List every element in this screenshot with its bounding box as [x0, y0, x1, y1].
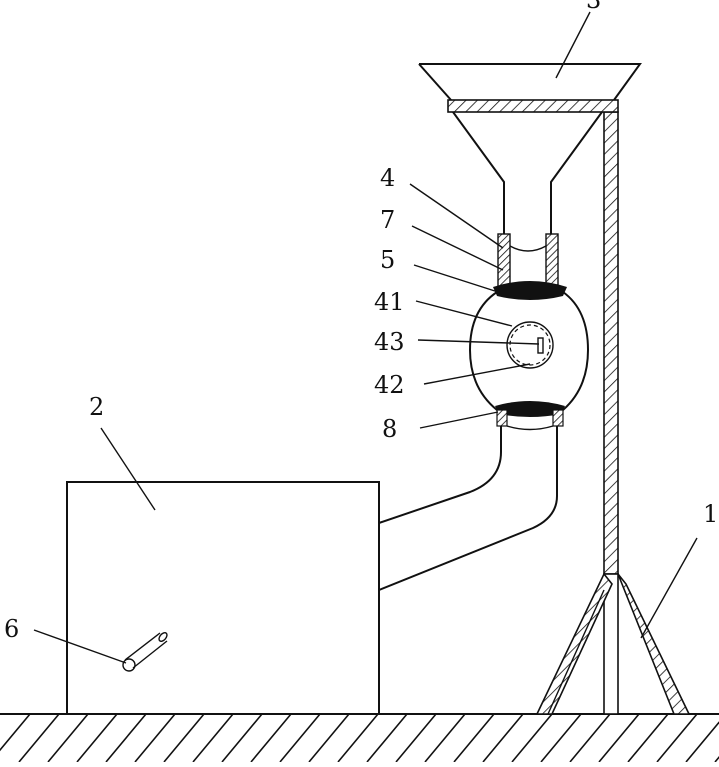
label-rotor-slot: 43 — [374, 328, 405, 356]
part-labels: 3 4 7 5 41 43 42 8 2 6 1 — [4, 0, 718, 643]
ground-hatch-stroke — [656, 713, 698, 763]
frame-post — [603, 111, 619, 715]
ground-hatch-stroke — [192, 713, 234, 763]
ground-hatch-stroke — [337, 713, 379, 763]
label-box: 2 — [89, 393, 104, 421]
ground-hatch-stroke — [482, 713, 524, 763]
ground — [0, 713, 719, 763]
ground-hatch-stroke — [76, 713, 118, 763]
lower-pipe-stub — [496, 409, 564, 431]
ground-hatch-stroke — [308, 713, 350, 763]
label-valve-body: 41 — [374, 288, 405, 316]
ground-hatch-stroke — [714, 755, 719, 763]
lower-seal-8 — [495, 401, 565, 417]
label-hopper: 3 — [586, 0, 601, 14]
ground-hatch-stroke — [47, 713, 89, 763]
ground-hatch-stroke — [134, 713, 176, 763]
rotor-42 — [506, 321, 554, 369]
ground-hatch-stroke — [511, 713, 553, 763]
ground-hatch-stroke — [366, 713, 408, 763]
ground-hatch-stroke — [250, 713, 292, 763]
label-rotor: 42 — [374, 371, 405, 399]
label-frame: 1 — [703, 500, 718, 528]
ground-hatch-stroke — [453, 713, 495, 763]
top-beam — [447, 99, 619, 113]
ground-hatch-stroke — [221, 713, 263, 763]
label-upper-seal: 5 — [380, 246, 395, 274]
handle-6 — [122, 632, 168, 672]
ground-hatch-stroke — [424, 713, 466, 763]
ground-hatch-stroke — [105, 713, 147, 763]
rotor-slot-43 — [537, 337, 544, 354]
hopper-3 — [418, 63, 642, 238]
valve-body-41 — [468, 291, 590, 411]
ground-hatch-stroke — [569, 713, 611, 763]
ground-hatch-stroke — [279, 713, 321, 763]
ground-hatch-stroke — [685, 721, 719, 763]
outlet-pipe — [378, 425, 558, 591]
ground-hatch-stroke — [163, 713, 205, 763]
ground-hatch-stroke — [18, 713, 60, 763]
label-lower-seal: 8 — [382, 415, 397, 443]
ground-hatch-stroke — [395, 713, 437, 763]
ground-hatch-stroke — [598, 713, 640, 763]
upper-pipe-4 — [497, 233, 559, 290]
box-2 — [66, 481, 380, 715]
frame-legs — [535, 572, 691, 715]
label-handle: 6 — [4, 615, 19, 643]
upper-seal-5 — [493, 281, 567, 300]
ground-hatch-stroke — [0, 713, 31, 752]
label-upper-pipe: 4 — [380, 164, 395, 192]
ground-hatch-stroke — [627, 713, 669, 763]
label-upper-sleeve: 7 — [380, 206, 395, 234]
ground-hatch-stroke — [540, 713, 582, 763]
leader-lines — [33, 11, 698, 664]
